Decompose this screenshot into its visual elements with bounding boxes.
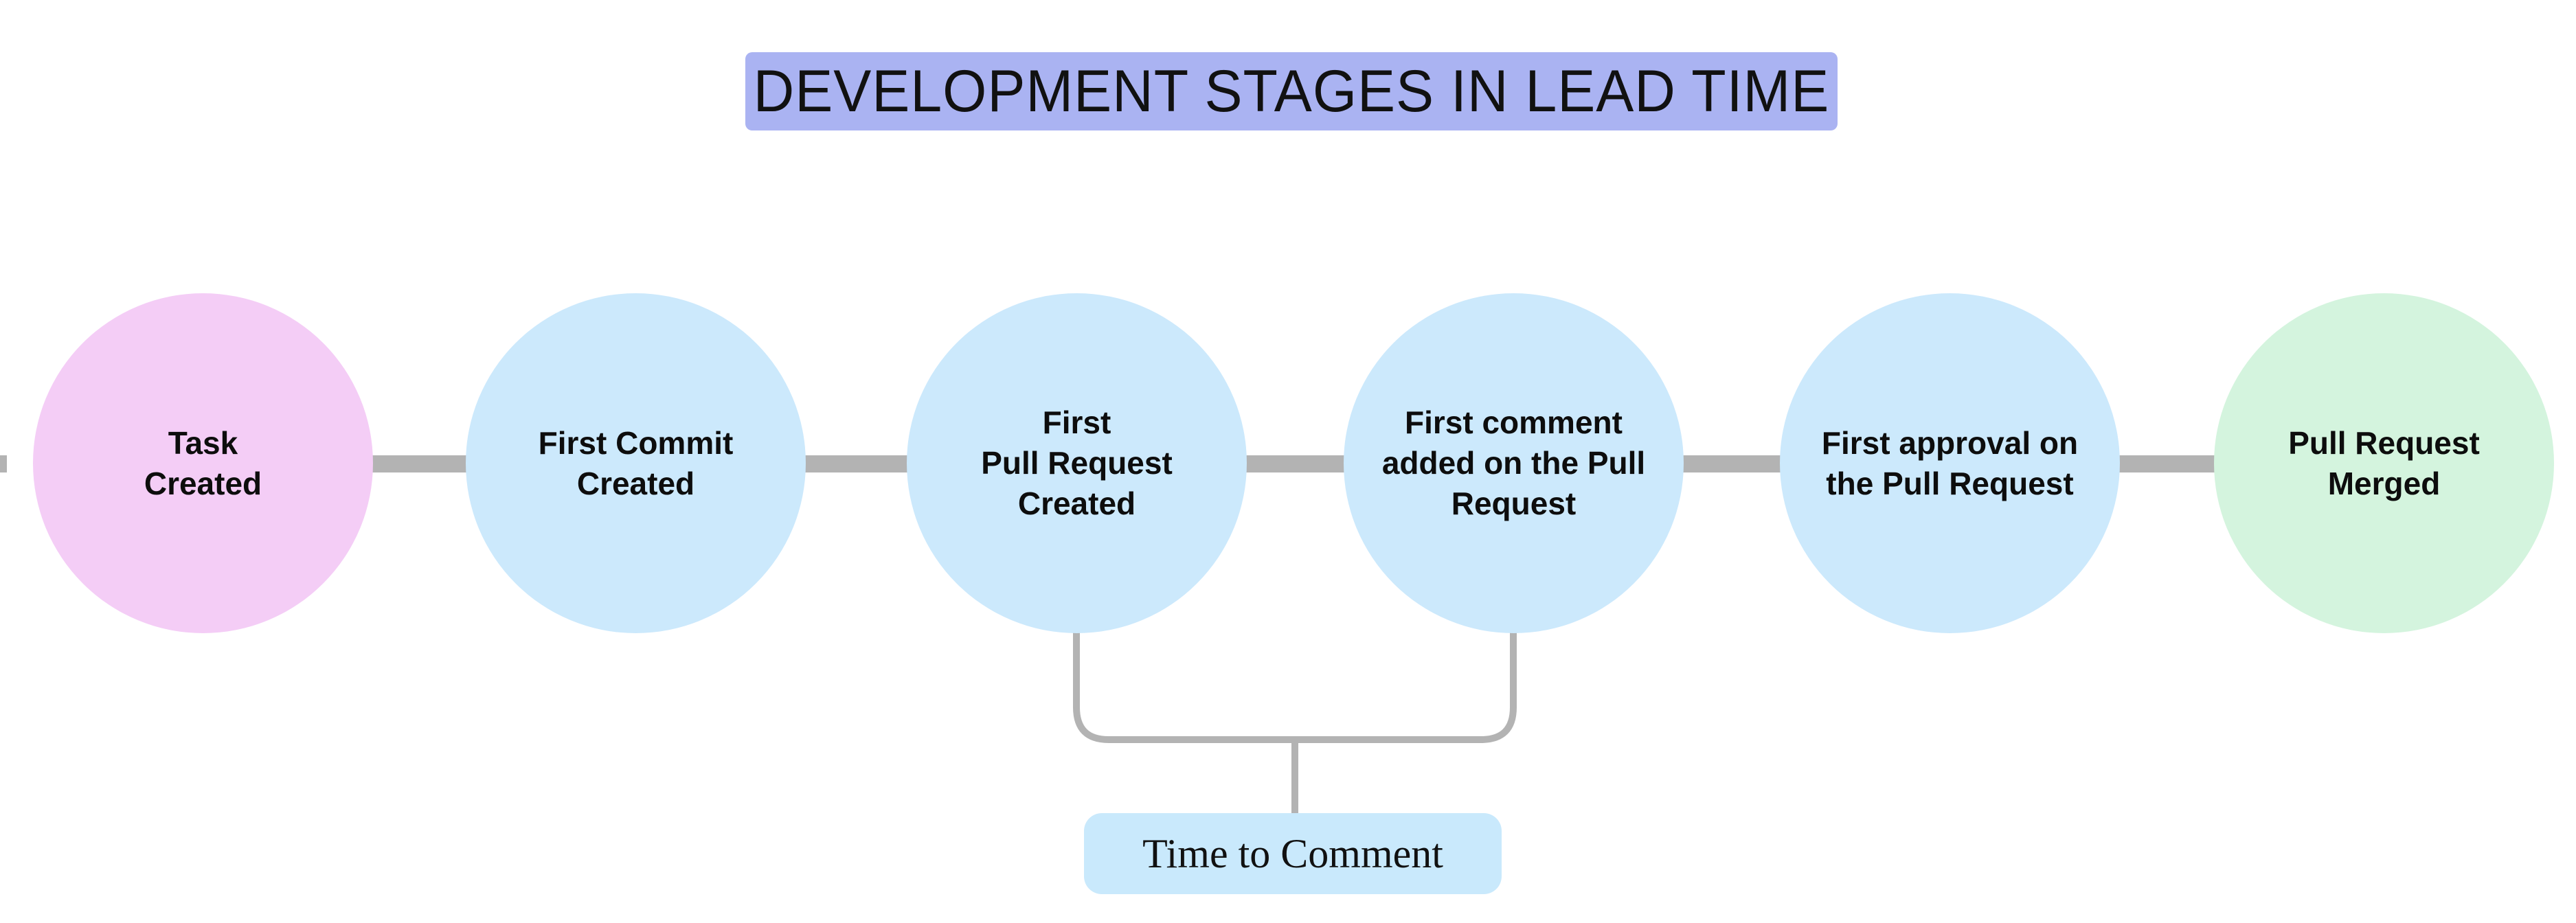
diagram-title-box: DEVELOPMENT STAGES IN LEAD TIME xyxy=(745,52,1838,130)
stage-circle-first-pull-request-created: First Pull Request Created xyxy=(907,293,1247,633)
time-to-comment-text: Time to Comment xyxy=(1142,830,1443,876)
bracket-path xyxy=(1073,629,1517,743)
stage-circle-first-comment-added: First comment added on the Pull Request xyxy=(1344,293,1684,633)
diagram-title: DEVELOPMENT STAGES IN LEAD TIME xyxy=(753,58,1830,124)
stage-label-line: Task xyxy=(168,424,238,461)
stage-circle-task-created: Task Created xyxy=(33,293,373,633)
stage-circle-pull-request-merged: Pull Request Merged xyxy=(2214,293,2554,633)
stage-label-line: Created xyxy=(1017,486,1136,521)
stage-label-line: Request xyxy=(1451,486,1577,521)
connector-left-edge-stub xyxy=(0,455,7,472)
stage-label-line: First approval on xyxy=(1821,424,2079,461)
stage-label-line: added on the Pull xyxy=(1381,445,1646,481)
stage-label-line: Pull Request xyxy=(2288,424,2480,461)
stage-label-line: Pull Request xyxy=(981,445,1173,481)
stage-label-line: Created xyxy=(576,465,695,501)
time-to-comment-label: Time to Comment xyxy=(1084,813,1502,894)
stage-label-line: the Pull Request xyxy=(1826,465,2074,501)
stage-label-line: Created xyxy=(144,465,262,501)
stage-label-line: Merged xyxy=(2327,465,2441,501)
stage-circle-first-approval: First approval on the Pull Request xyxy=(1780,293,2120,633)
stage-label-line: First xyxy=(1042,404,1111,440)
stage-label-line: First Commit xyxy=(538,424,734,461)
stage-circle-first-commit-created: First Commit Created xyxy=(466,293,806,633)
stage-label-line: First comment xyxy=(1405,404,1623,440)
